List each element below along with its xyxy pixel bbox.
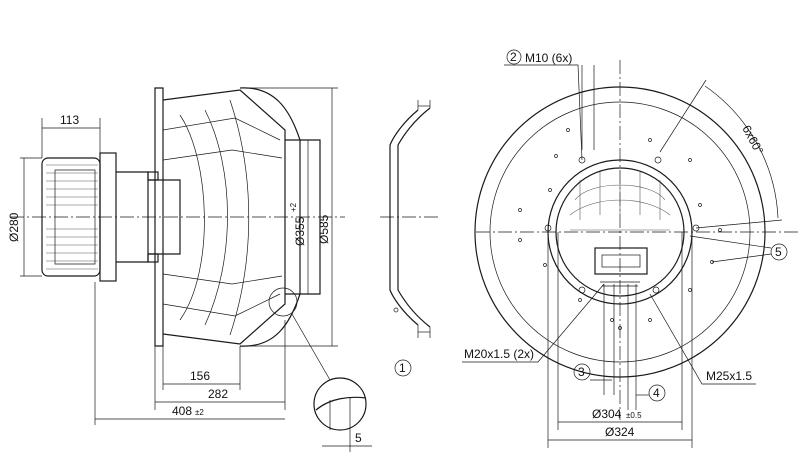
angle-arc — [704, 85, 779, 219]
m25-label: M25x1.5 — [706, 369, 752, 383]
motor-body-circle — [555, 167, 685, 297]
m20-label: M20x1.5 (2x) — [464, 347, 534, 361]
dim-408-label: 408 — [172, 404, 192, 418]
impeller-blades — [162, 89, 286, 345]
shroud-outer-circle — [474, 86, 766, 378]
bolt-top — [147, 171, 159, 181]
m25-leader — [649, 293, 756, 385]
ref-5-leader-b — [711, 253, 772, 263]
dim-585-label: Ø585 — [317, 214, 331, 244]
bolt-bottom — [147, 253, 159, 263]
motor-flange — [99, 152, 117, 282]
ref-5-label: 5 — [775, 245, 782, 259]
ref-3-label: 3 — [578, 365, 585, 379]
ring-outer-profile — [389, 109, 419, 326]
m10-holes — [544, 156, 700, 294]
detail-view-circle — [313, 377, 367, 431]
dim-5-label: 5 — [355, 431, 362, 445]
ref-2-circle — [506, 49, 522, 65]
m10-label: M10 (6x) — [525, 51, 572, 65]
ring-inner-profile — [397, 107, 431, 328]
dim-355-label: Ø355 — [293, 216, 307, 246]
motor-top-detail — [569, 170, 671, 287]
dim-408-tolerance: ±2 — [195, 408, 204, 417]
m10-leader — [504, 64, 583, 161]
m20-leader — [462, 283, 605, 363]
dim-355-tolerance: +2 — [289, 202, 298, 212]
dim-113-label: 113 — [60, 113, 79, 127]
impeller-shroud — [239, 87, 301, 347]
ref-1-circle — [394, 359, 412, 377]
ref-2-label: 2 — [510, 50, 517, 64]
ref-5-leader-a — [689, 235, 772, 249]
shroud-inner-circle — [489, 101, 751, 363]
ref-3-circle — [573, 363, 591, 381]
detail-leader — [291, 313, 331, 381]
ref-4-circle — [648, 384, 666, 402]
hub — [148, 179, 181, 255]
dim-282-label: 282 — [208, 387, 228, 401]
motor-collar — [116, 171, 149, 263]
ref-1-label: 1 — [399, 361, 406, 375]
dim-304-tolerance: ±0.5 — [626, 411, 642, 420]
inlet-ring-view: 1 — [380, 100, 440, 377]
side-view: 113 Ø280 Ø355 +2 Ø585 156 282 408 ±2 — [7, 87, 372, 452]
detail-profile — [315, 396, 367, 411]
dim-280-label: Ø280 — [7, 212, 21, 242]
angle-label: 6x60° — [739, 123, 766, 157]
front-view: 2 M10 (6x) 6x60° 5 M20x1.5 (2x) M25x1.5 … — [462, 49, 800, 448]
terminal-box — [594, 247, 648, 275]
dim-324-label: Ø324 — [605, 425, 635, 439]
ref-4-label: 4 — [653, 386, 660, 400]
blade-marks — [518, 128, 722, 330]
motor-fins — [46, 164, 98, 270]
detail-marker-circle — [268, 287, 298, 317]
ring-screw — [393, 307, 399, 313]
ref-5-circle — [770, 243, 788, 261]
dim-156-label: 156 — [190, 369, 210, 383]
dim-304-label: Ø304 — [592, 407, 622, 421]
